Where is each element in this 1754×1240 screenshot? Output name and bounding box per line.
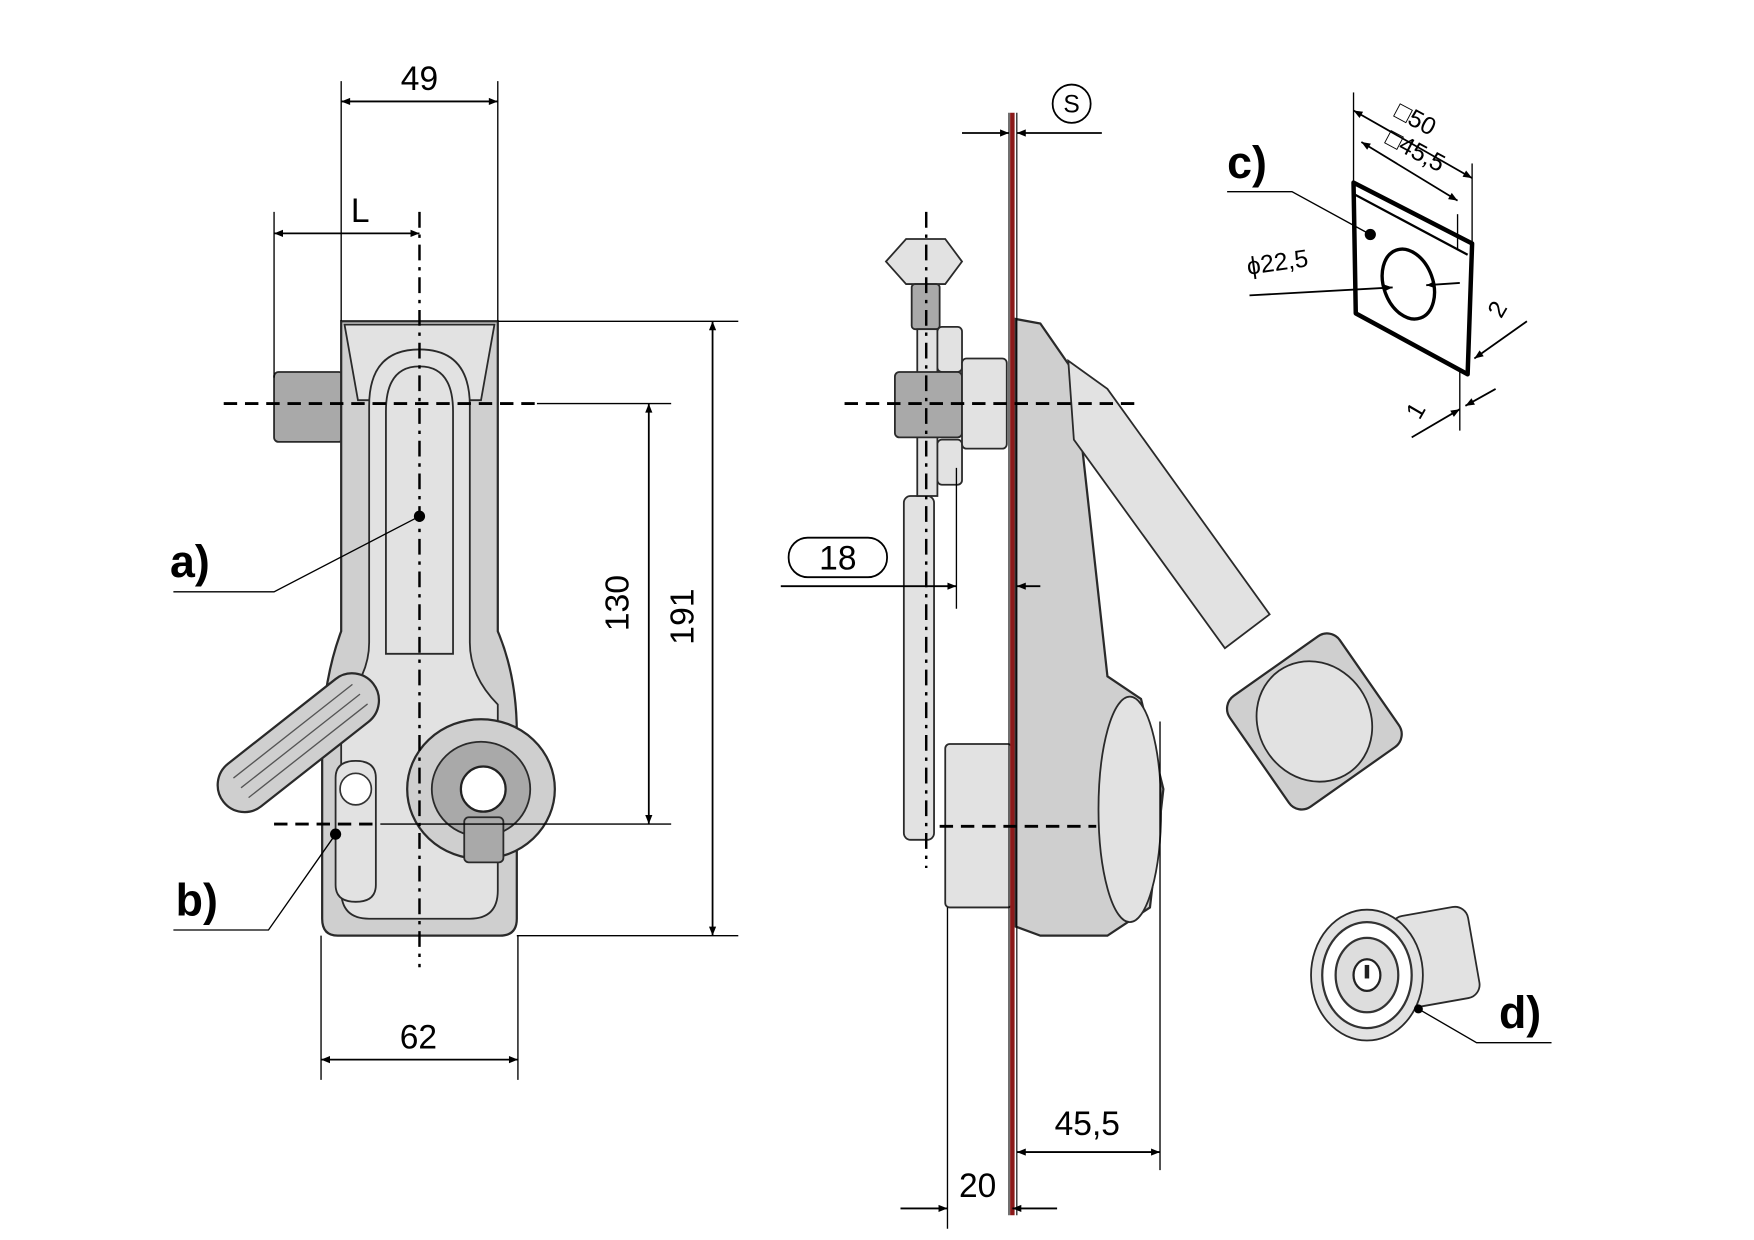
lever-arm-open	[1067, 358, 1271, 650]
leader-c	[1227, 190, 1371, 236]
lever-cylinder-end	[1225, 632, 1403, 811]
cam-key	[884, 238, 964, 285]
dim-62-text: 62	[400, 1019, 437, 1056]
label-d: d)	[1499, 987, 1541, 1038]
gasket-hole	[1380, 247, 1437, 321]
front-view: 49 L 191 130 62 a) b)	[170, 61, 739, 1080]
dim-130-text: 130	[600, 575, 637, 631]
dim-45-5-text: 45,5	[1055, 1106, 1120, 1143]
lever-arm	[216, 672, 381, 814]
label-b: b)	[176, 874, 218, 925]
latch-bar	[902, 495, 935, 841]
leader-d	[1418, 1008, 1552, 1044]
detail-c-gasket: c) □50 □45,5 ϕ22,5 2 1	[1227, 92, 1528, 439]
side-view: S 18 20 45,5	[780, 83, 1403, 1229]
housing-back-box	[944, 743, 1014, 909]
dim-18-text: 18	[819, 540, 856, 577]
dim-2-text: 2	[1483, 297, 1513, 322]
dim-22-5-text: ϕ22,5	[1245, 245, 1310, 280]
dim-18-box	[787, 536, 888, 579]
label-a: a)	[170, 536, 210, 587]
leader-b	[173, 833, 337, 931]
dim-L-text: L	[351, 193, 370, 230]
dim-49-text: 49	[401, 61, 438, 98]
dim-S-text: S	[1063, 92, 1079, 119]
dim-191-text: 191	[665, 588, 702, 644]
detail-d-cylinder: d)	[1310, 905, 1552, 1044]
dim-1-text: 1	[1401, 398, 1431, 423]
latch-tab	[273, 371, 345, 443]
label-c: c)	[1227, 137, 1267, 188]
leader-a	[173, 515, 420, 593]
S-symbol-circle	[1051, 83, 1092, 124]
dim-20-text: 20	[959, 1168, 996, 1205]
